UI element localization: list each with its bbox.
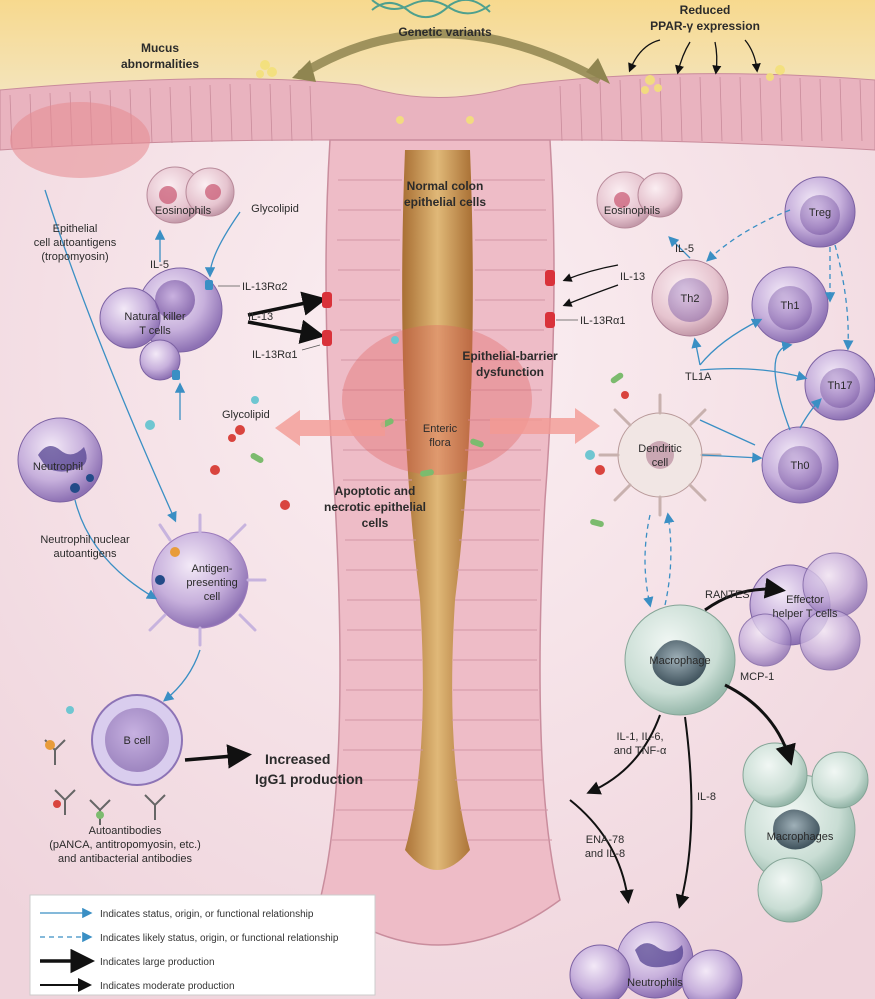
mucus-abnormality-zone	[10, 102, 150, 178]
il-cytokines-label-1: IL-1, IL-6,	[616, 731, 663, 743]
il13ra1-left-label: IL-13Rα1	[252, 349, 298, 361]
il-cytokines-label-2: and TNF-α	[614, 745, 667, 757]
inflamed-zone	[342, 325, 532, 475]
nkt-label-1: Natural killer	[124, 311, 185, 323]
tl1a-label: TL1A	[685, 371, 712, 383]
effector-label-1: Effector	[786, 594, 824, 606]
dendritic-label-1: Dendritic	[638, 443, 682, 455]
apoptotic-label-1: Apoptotic and	[335, 484, 416, 498]
apoptotic-label-2: necrotic epithelial	[324, 500, 426, 514]
legend-item-1: Indicates status, origin, or functional …	[100, 909, 314, 920]
neutrophils-label: Neutrophils	[627, 977, 683, 989]
reduced-label: Reduced	[680, 3, 731, 17]
effector-label-2: helper T cells	[772, 608, 838, 620]
glycolipid-top-label: Glycolipid	[251, 203, 299, 215]
nkt-label-2: T cells	[139, 325, 171, 337]
legend: Indicates status, origin, or functional …	[30, 895, 375, 995]
autoantibodies-label-3: and antibacterial antibodies	[58, 853, 192, 865]
il8-label: IL-8	[697, 791, 716, 803]
rantes-label: RANTES	[705, 589, 750, 601]
il13-right-label: IL-13	[620, 271, 645, 283]
apc-label-3: cell	[204, 591, 221, 603]
dendritic-label-2: cell	[652, 457, 669, 469]
il13ra1-right-label: IL-13Rα1	[580, 315, 626, 327]
il5-left-label: IL-5	[150, 259, 169, 271]
treg-label: Treg	[809, 207, 831, 219]
epithelial-autoantigens-2: cell autoantigens	[34, 237, 117, 249]
macrophage-label: Macrophage	[649, 655, 710, 667]
legend-item-3: Indicates large production	[100, 957, 215, 968]
il5-right-label: IL-5	[675, 243, 694, 255]
glycolipid-mid-label: Glycolipid	[222, 409, 270, 421]
neutrophil-nuclear-label-1: Neutrophil nuclear	[40, 534, 130, 546]
th0-label: Th0	[791, 460, 810, 472]
bcell-label: B cell	[124, 735, 151, 747]
colon-crypt	[320, 140, 560, 945]
enteric-label-2: flora	[429, 437, 451, 449]
epithelial-autoantigens-1: Epithelial	[53, 223, 98, 235]
legend-item-2: Indicates likely status, origin, or func…	[100, 933, 339, 944]
legend-item-4: Indicates moderate production	[100, 981, 235, 992]
genetic-variants-label: Genetic variants	[398, 25, 492, 39]
neutrophil-cell	[18, 418, 102, 502]
autoantibodies-label-1: Autoantibodies	[89, 825, 162, 837]
apc-label-1: Antigen-	[192, 563, 233, 575]
increased-label-2: IgG1 production	[255, 771, 363, 787]
apc-label-2: presenting	[186, 577, 237, 589]
eosinophils-right-label: Eosinophils	[604, 205, 661, 217]
macrophages-label: Macrophages	[767, 831, 834, 843]
neutrophil-nuclear-label-2: autoantigens	[54, 548, 117, 560]
barrier-label-1: Epithelial-barrier	[462, 349, 558, 363]
increased-label-1: Increased	[265, 751, 330, 767]
autoantibodies-label-2: (pANCA, antitropomyosin, etc.)	[49, 839, 201, 851]
enteric-label-1: Enteric	[423, 423, 458, 435]
mucus-label-1: Mucus	[141, 41, 179, 55]
mucus-label-2: abnormalities	[121, 57, 199, 71]
epithelial-autoantigens-3: (tropomyosin)	[41, 251, 108, 263]
normal-colon-label-2: epithelial cells	[404, 195, 486, 209]
ena78-label-1: ENA-78	[586, 834, 625, 846]
normal-colon-label-1: Normal colon	[407, 179, 484, 193]
apoptotic-label-3: cells	[362, 516, 389, 530]
ppar-label: PPAR-γ expression	[650, 19, 760, 33]
eosinophils-left-label: Eosinophils	[155, 205, 212, 217]
th17-label: Th17	[827, 380, 852, 392]
neutrophil-label: Neutrophil	[33, 461, 83, 473]
barrier-label-2: dysfunction	[476, 365, 544, 379]
th2-label: Th2	[681, 293, 700, 305]
il13ra2-label: IL-13Rα2	[242, 281, 288, 293]
th1-label: Th1	[781, 300, 800, 312]
mcp1-label: MCP-1	[740, 671, 774, 683]
ena78-label-2: and IL-8	[585, 848, 625, 860]
il13-left-label: IL-13	[248, 311, 273, 323]
